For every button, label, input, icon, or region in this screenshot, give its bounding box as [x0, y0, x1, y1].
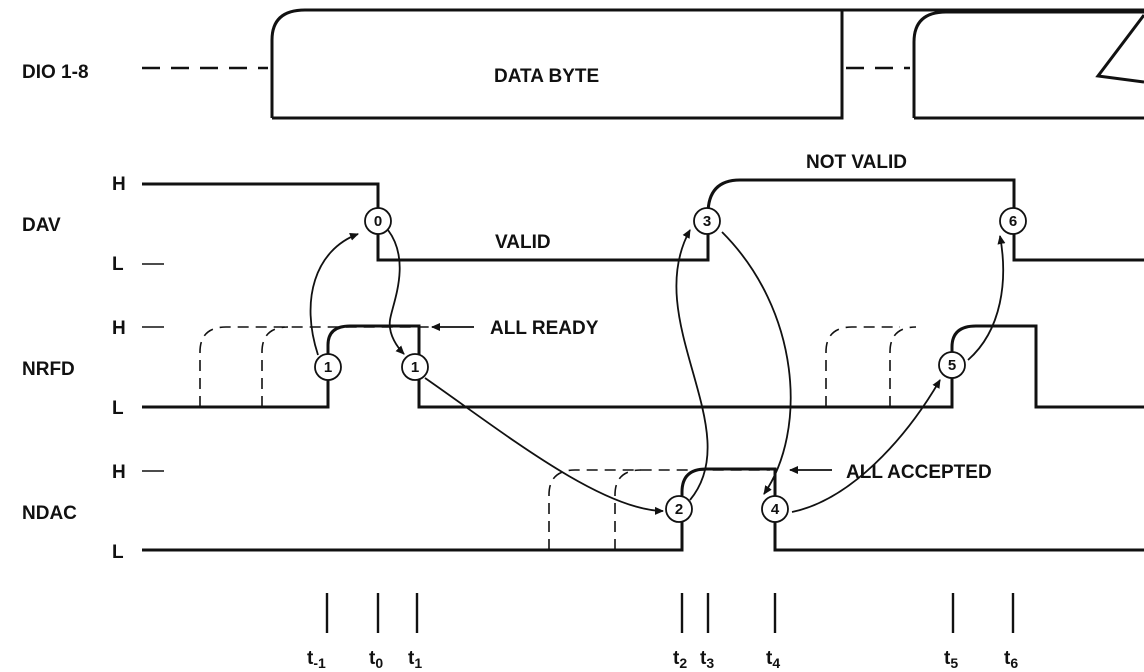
event-6-number: 6 [1009, 213, 1017, 230]
event-1b-number: 1 [411, 359, 419, 376]
time-label-t1: t1 [408, 648, 422, 671]
event-4: 4 [761, 495, 789, 523]
event-5: 5 [938, 351, 966, 379]
event-1a: 1 [314, 353, 342, 381]
event-1a-number: 1 [324, 359, 332, 376]
ndac-low-label: L [112, 542, 124, 563]
event-0: 0 [364, 207, 392, 235]
nrfd-low-label: L [112, 398, 124, 419]
event-2: 2 [665, 495, 693, 523]
time-label-t4: t4 [766, 648, 780, 671]
all-ready-label: ALL READY [490, 318, 599, 339]
event-2-number: 2 [675, 501, 683, 518]
dav-waveform [142, 178, 1144, 262]
event-3-number: 3 [703, 213, 711, 230]
time-label-t2: t2 [673, 648, 687, 671]
time-markers: t-1 t0 t1 t2 t3 t4 t5 t6 [307, 593, 1018, 671]
dav-low-label: L [112, 254, 124, 275]
event-3: 3 [693, 207, 721, 235]
dav-high-label: H [112, 174, 126, 195]
nrfd-waveform [142, 324, 1144, 409]
time-label-t6: t6 [1004, 648, 1018, 671]
signal-label-ndac: NDAC [22, 503, 77, 524]
not-valid-label: NOT VALID [806, 152, 907, 173]
all-accepted-label: ALL ACCEPTED [846, 462, 992, 483]
dav-level-markers: H L [112, 174, 164, 275]
valid-label: VALID [495, 232, 551, 253]
event-4-number: 4 [771, 501, 780, 518]
nrfd-level-markers: H L [112, 318, 164, 419]
ndac-high-label: H [112, 462, 126, 483]
time-label-t0: t0 [369, 648, 383, 671]
ndac-waveform [142, 467, 1144, 552]
signal-label-nrfd: NRFD [22, 359, 75, 380]
nrfd-high-label: H [112, 318, 126, 339]
event-6: 6 [999, 207, 1027, 235]
handshake-arrows [309, 229, 1006, 515]
data-byte-label: DATA BYTE [494, 66, 599, 87]
event-0-number: 0 [374, 213, 382, 230]
ndac-level-markers: H L [112, 462, 164, 563]
time-label-t3: t3 [700, 648, 714, 671]
signal-label-dav: DAV [22, 215, 61, 236]
event-5-number: 5 [948, 357, 956, 374]
dio-bus-waveform [142, 8, 1144, 120]
time-label-t-1: t-1 [307, 648, 326, 671]
time-label-t5: t5 [944, 648, 958, 671]
event-1b: 1 [401, 353, 429, 381]
signal-label-dio: DIO 1-8 [22, 62, 89, 83]
